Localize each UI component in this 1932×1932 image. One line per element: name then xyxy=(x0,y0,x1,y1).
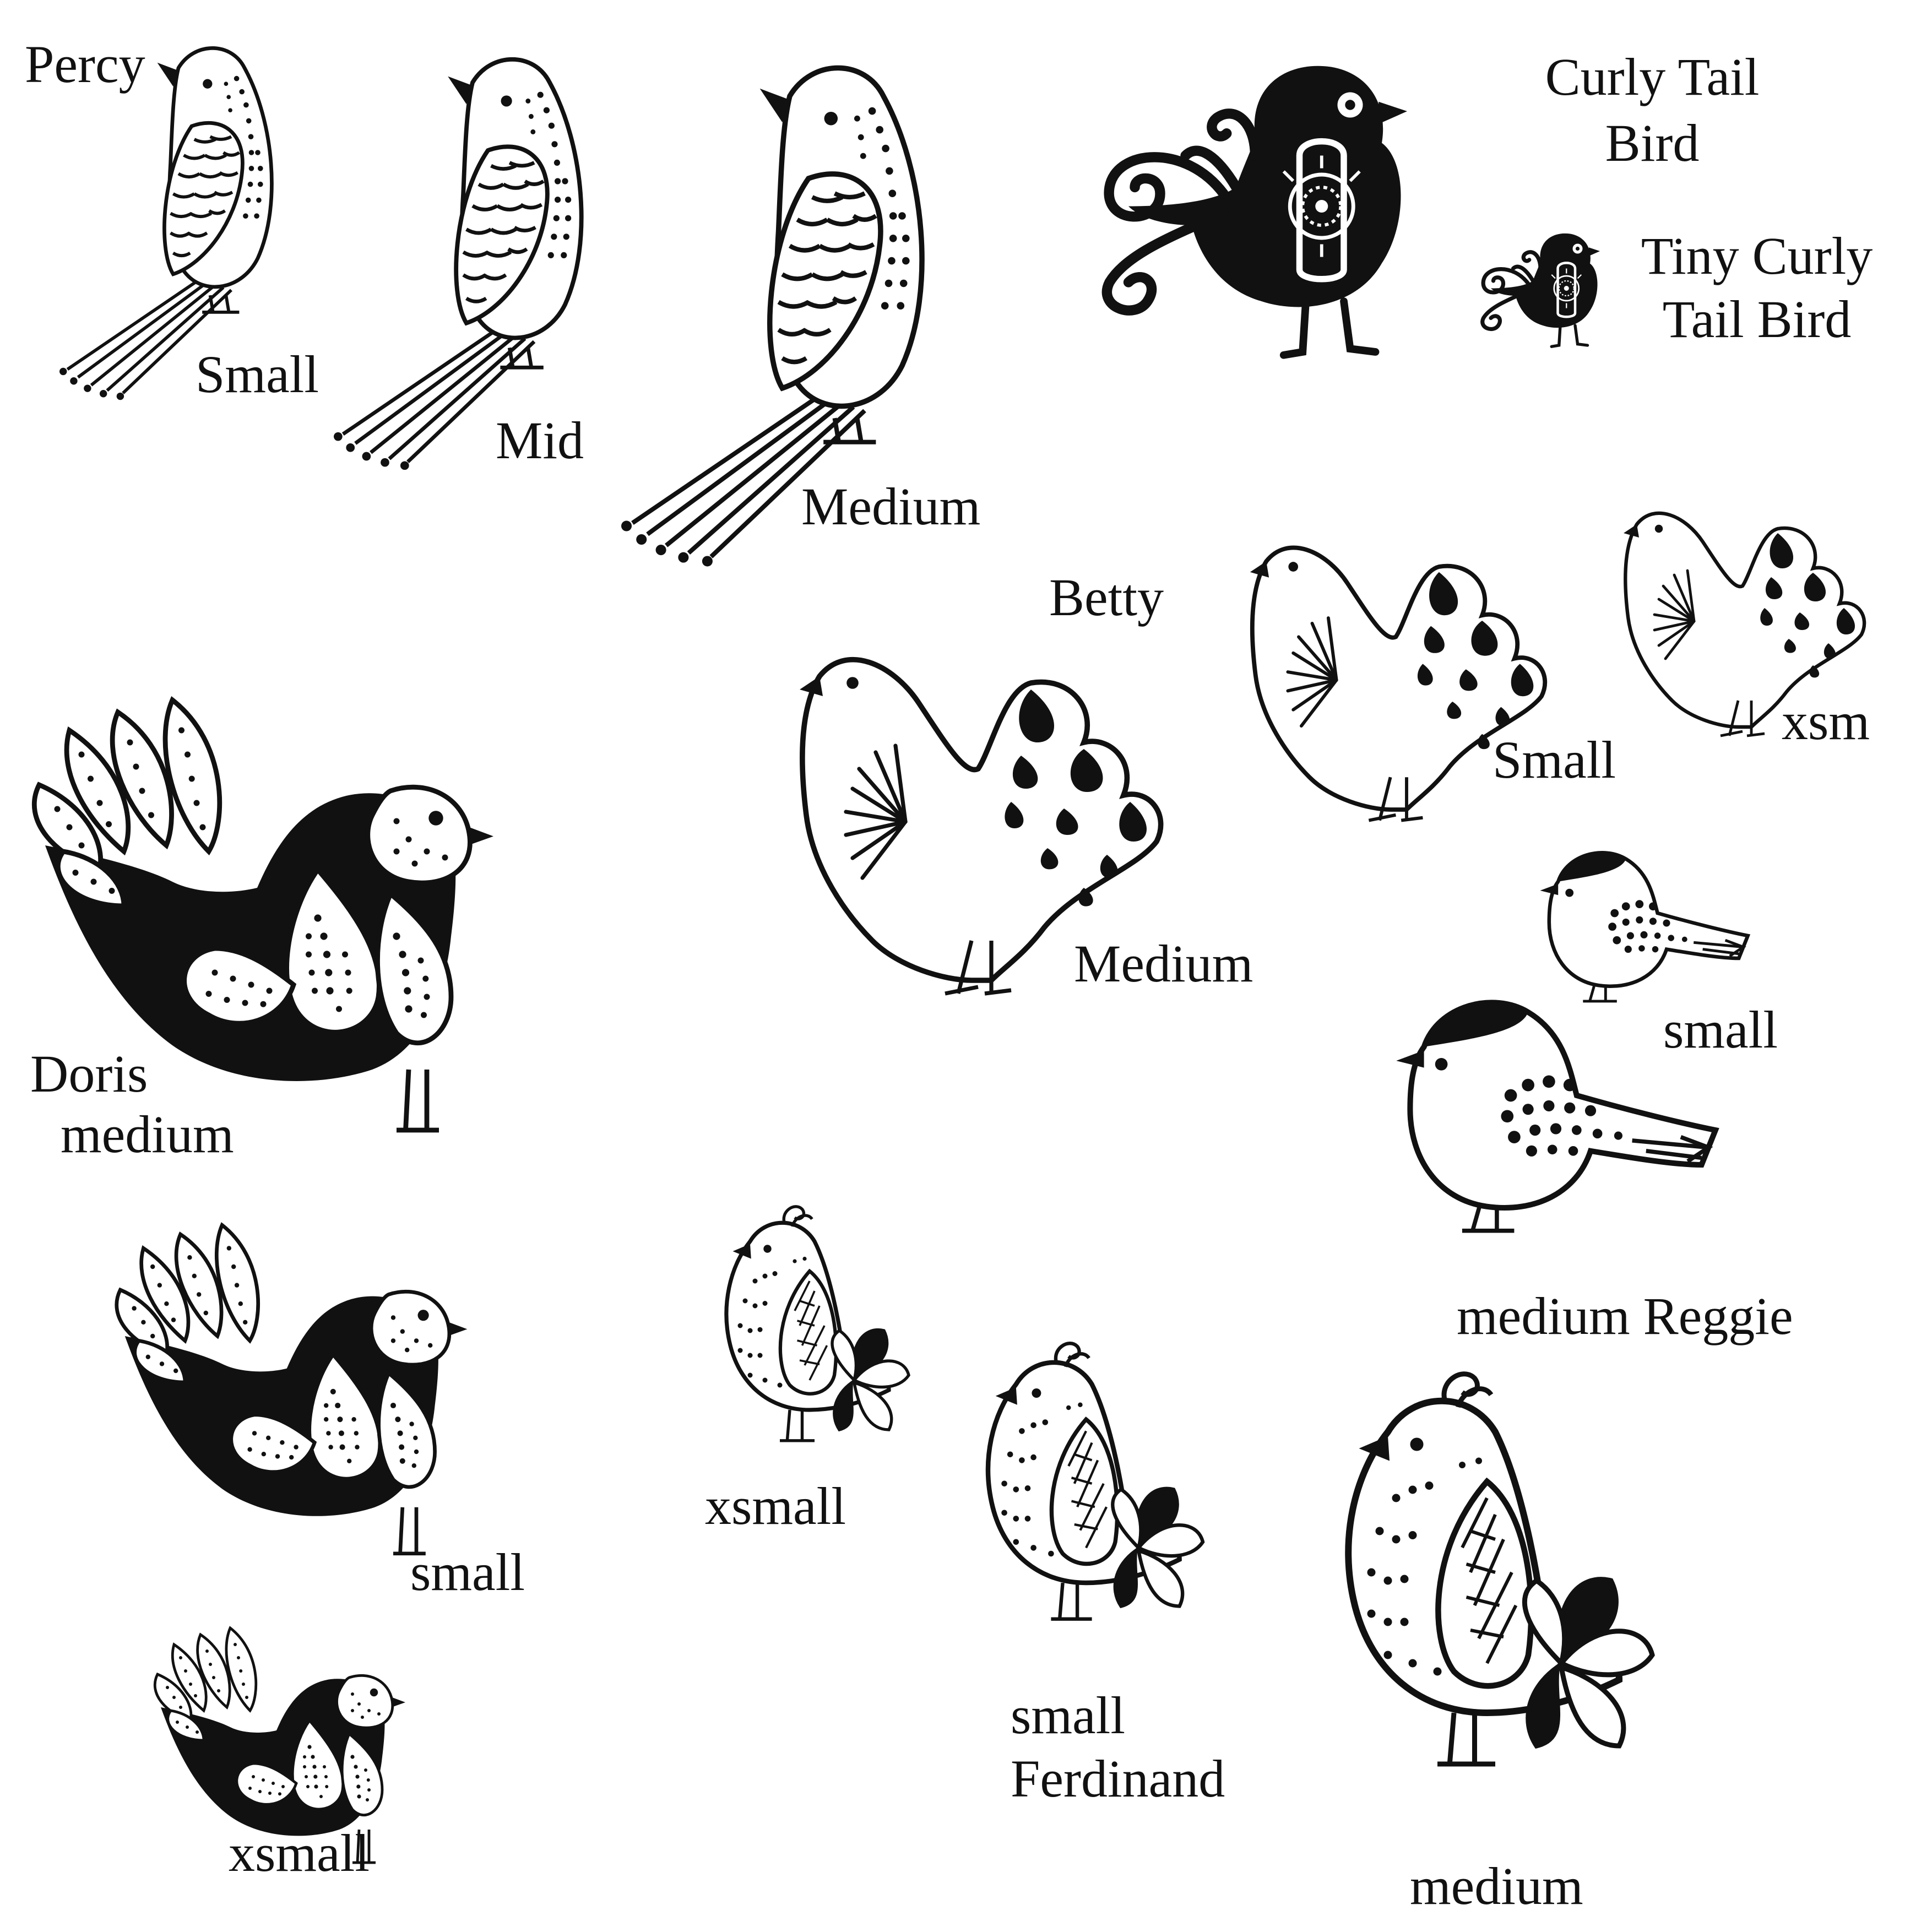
percy-mid-size-label: Mid xyxy=(496,411,584,470)
curly-tail-bird xyxy=(1107,66,1407,355)
percy-medium-size-label: Medium xyxy=(801,477,981,536)
ferdinand-xsmall-bird xyxy=(726,1207,909,1441)
betty-title-label: Betty xyxy=(1049,568,1164,627)
ferdinand-name-label: Ferdinand xyxy=(1011,1749,1225,1808)
ferdinand-xsmall-size-label: xsmall xyxy=(705,1477,846,1535)
tiny-curly-tail-bird xyxy=(1483,234,1600,346)
tiny-curly-tail-title-line-2: Tail Bird xyxy=(1662,290,1852,349)
betty-small-size-label: Small xyxy=(1493,730,1616,789)
percy-mid-bird xyxy=(334,59,582,470)
betty-xsm-size-label: xsm xyxy=(1782,692,1870,751)
doris-xsmall-size-label: xsmall xyxy=(229,1824,370,1882)
percy-small-size-label: Small xyxy=(196,345,319,404)
ferdinand-medium-size-label: medium xyxy=(1410,1857,1583,1915)
curly-tail-title-line-2: Bird xyxy=(1605,113,1700,172)
ferdinand-medium-bird xyxy=(1348,1374,1652,1764)
ferdinand-small-size-label: small xyxy=(1011,1686,1125,1745)
doris-medium-size-label: medium xyxy=(61,1105,234,1164)
betty-medium-size-label: Medium xyxy=(1074,934,1253,993)
reggie-small-bird xyxy=(1540,853,1748,1001)
curly-tail-title-line-1: Curly Tail xyxy=(1545,47,1760,106)
ferdinand-small-bird xyxy=(988,1343,1203,1619)
percy-title-label: Percy xyxy=(25,35,145,94)
doris-title-label: Doris xyxy=(30,1044,148,1103)
doris-small-bird xyxy=(117,1225,468,1553)
reggie-small-size-label: small xyxy=(1663,1000,1778,1059)
tiny-curly-tail-title-line-1: Tiny Curly xyxy=(1641,226,1873,285)
reggie-medium-size-label: medium Reggie xyxy=(1457,1287,1793,1345)
doris-small-size-label: small xyxy=(410,1543,525,1602)
